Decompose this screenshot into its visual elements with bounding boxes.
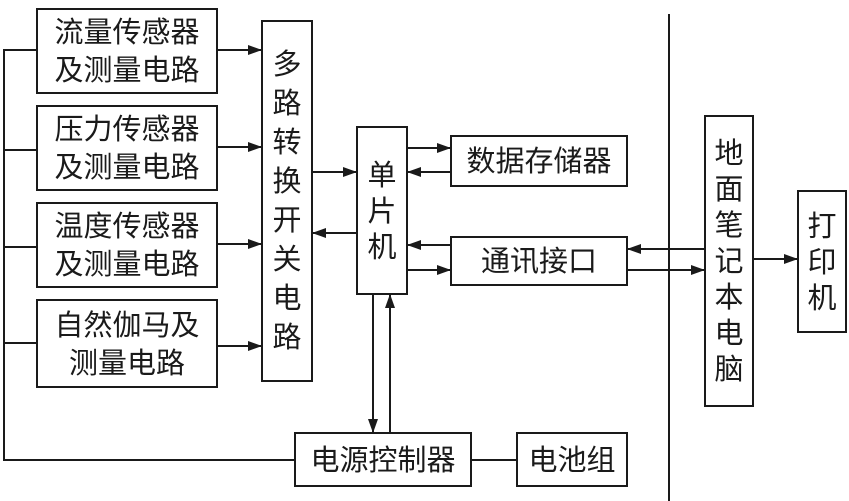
gamma-sensor-box: 自然伽马及 测量电路 — [36, 299, 218, 388]
comm-interface-box: 通讯接口 — [450, 236, 628, 286]
printer-box: 打印机 — [797, 190, 847, 333]
battery-label: 电池组 — [528, 442, 616, 477]
flow-sensor-label: 流量传感器 及测量电路 — [54, 15, 200, 87]
power-control-label: 电源控制器 — [310, 442, 456, 477]
mcu-label: 单片机 — [367, 157, 397, 264]
multiplexer-label: 多路转换开关电路 — [272, 47, 302, 354]
temp-sensor-box: 温度传感器 及测量电路 — [36, 202, 218, 288]
gamma-sensor-label: 自然伽马及 测量电路 — [54, 307, 200, 380]
laptop-label: 地面笔记本电脑 — [714, 136, 744, 386]
temp-sensor-label: 温度传感器 及测量电路 — [54, 209, 200, 281]
power-control-box: 电源控制器 — [294, 432, 472, 487]
comm-interface-label: 通讯接口 — [480, 244, 597, 278]
battery-box: 电池组 — [516, 432, 628, 487]
laptop-box: 地面笔记本电脑 — [704, 115, 754, 407]
mcu-box: 单片机 — [356, 126, 408, 295]
pressure-sensor-box: 压力传感器 及测量电路 — [36, 105, 218, 191]
data-storage-box: 数据存储器 — [450, 135, 628, 187]
multiplexer-box: 多路转换开关电路 — [261, 20, 313, 382]
flow-sensor-box: 流量传感器 及测量电路 — [36, 8, 218, 94]
pressure-sensor-label: 压力传感器 及测量电路 — [54, 112, 200, 184]
power-bus-line — [3, 49, 294, 461]
printer-label: 打印机 — [807, 208, 837, 315]
data-storage-label: 数据存储器 — [466, 144, 612, 178]
